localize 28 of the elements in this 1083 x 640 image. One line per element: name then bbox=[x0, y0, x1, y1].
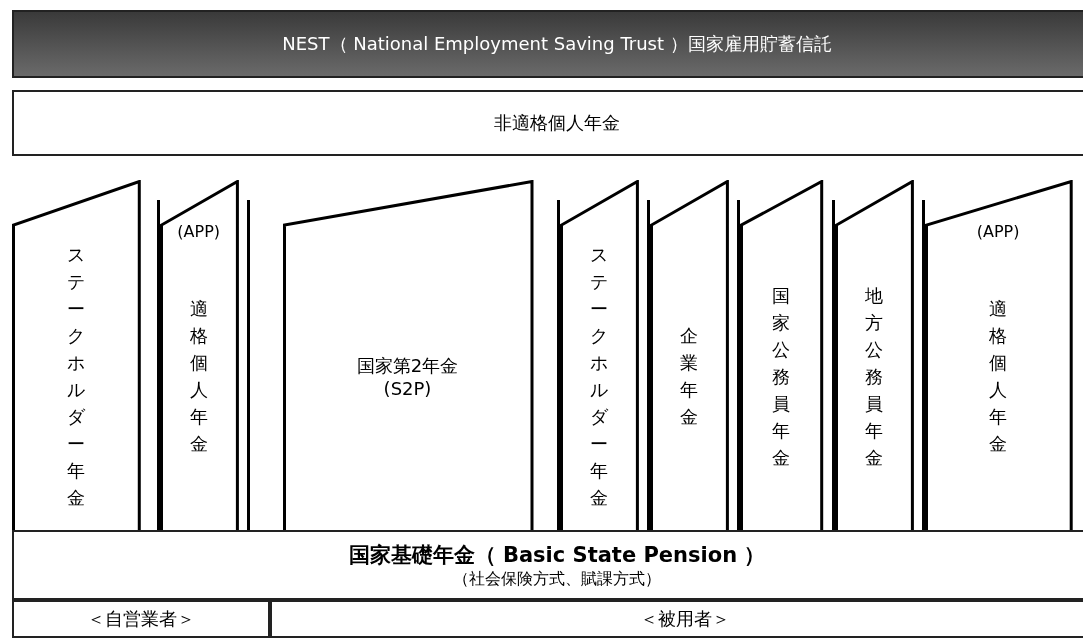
category-cell bbox=[270, 600, 1083, 638]
base-pension-box bbox=[12, 530, 1083, 600]
pension-column bbox=[650, 180, 740, 532]
column-label: 企業年金 bbox=[678, 324, 699, 429]
category-cell bbox=[12, 600, 270, 638]
base-pension-title: 国家基礎年金（ Basic State Pension ） bbox=[348, 541, 766, 569]
pension-column bbox=[835, 180, 925, 532]
category-label: ＜被用者＞ bbox=[640, 607, 730, 631]
column-label: 国家第2年金 (S2P) bbox=[355, 353, 460, 399]
column-label: 地方公務員年金 bbox=[863, 283, 884, 470]
pension-column bbox=[560, 180, 650, 532]
pension-column bbox=[283, 180, 560, 532]
base-pension-note: （社会保険方式、賦課方式） bbox=[453, 568, 661, 590]
category-label: ＜自営業者＞ bbox=[87, 607, 195, 631]
column-label: 国家公務員年金 bbox=[770, 283, 791, 470]
pension-column bbox=[12, 180, 160, 532]
pension-column bbox=[160, 180, 250, 532]
pension-tier-box bbox=[12, 90, 1083, 156]
pension-column bbox=[740, 180, 835, 532]
tier-label: 非適格個人年金 bbox=[494, 111, 620, 135]
column-note: (APP) bbox=[177, 222, 221, 241]
column-label: 適格個人年金 bbox=[188, 297, 209, 456]
column-label: ステークホルダー年金 bbox=[65, 243, 86, 510]
header-title: NEST（ National Employment Saving Trust ）国家雇用貯蓄信託 bbox=[282, 32, 832, 56]
column-label: 適格個人年金 bbox=[988, 297, 1009, 456]
column-note: (APP) bbox=[976, 222, 1020, 241]
header-banner bbox=[12, 10, 1083, 78]
column-label: ステークホルダー年金 bbox=[588, 243, 609, 510]
